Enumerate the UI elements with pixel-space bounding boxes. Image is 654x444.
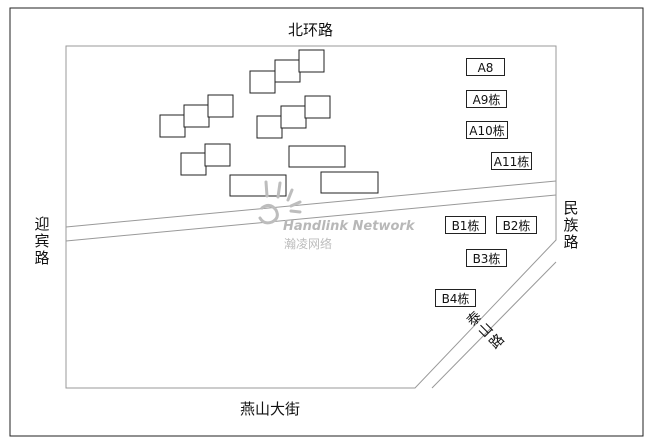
- building-block: [229, 174, 287, 197]
- building-label-a10[interactable]: A10栋: [466, 121, 508, 139]
- road-edge-lower: [65, 194, 557, 242]
- building-label-b2[interactable]: B2栋: [496, 216, 537, 234]
- road-label-west: 迎宾路: [32, 216, 51, 267]
- road-label-diagonal: 泰山路: [462, 305, 510, 355]
- building-block: [180, 152, 207, 176]
- taishan-road-edge: [431, 261, 557, 389]
- building-label-b4[interactable]: B4栋: [435, 289, 476, 307]
- building-block: [304, 95, 331, 119]
- building-block: [288, 145, 346, 168]
- building-block: [274, 59, 301, 83]
- building-label-a11[interactable]: A11栋: [491, 152, 532, 170]
- road-label-south: 燕山大街: [240, 400, 301, 418]
- building-label-b1[interactable]: B1栋: [445, 216, 486, 234]
- building-block: [207, 94, 234, 118]
- watermark-brand-cn: 瀚凌网络: [284, 237, 333, 251]
- outer-frame: [9, 7, 644, 437]
- road-edge-upper: [65, 180, 557, 228]
- building-block: [249, 70, 276, 94]
- handlink-logo-icon: [258, 180, 302, 225]
- road-label-west-text: 迎宾路: [32, 216, 51, 267]
- building-block: [256, 115, 283, 139]
- building-block: [183, 104, 210, 128]
- road-label-diagonal-text: 泰山路: [462, 308, 508, 354]
- building-label-a8[interactable]: A8: [466, 58, 505, 76]
- road-label-east: 民族路: [561, 200, 580, 251]
- building-blocks: [159, 49, 379, 197]
- site-boundary: [65, 45, 557, 389]
- road-label-east-text: 民族路: [561, 200, 580, 251]
- road-label-north: 北环路: [288, 21, 334, 39]
- building-label-a9[interactable]: A9栋: [466, 90, 507, 108]
- building-block: [204, 143, 231, 167]
- building-block: [320, 171, 379, 194]
- building-block: [159, 114, 186, 138]
- building-label-b3[interactable]: B3栋: [466, 249, 507, 267]
- watermark-brand: Handlink Network: [283, 219, 415, 234]
- building-block: [298, 49, 325, 73]
- building-block: [280, 105, 307, 129]
